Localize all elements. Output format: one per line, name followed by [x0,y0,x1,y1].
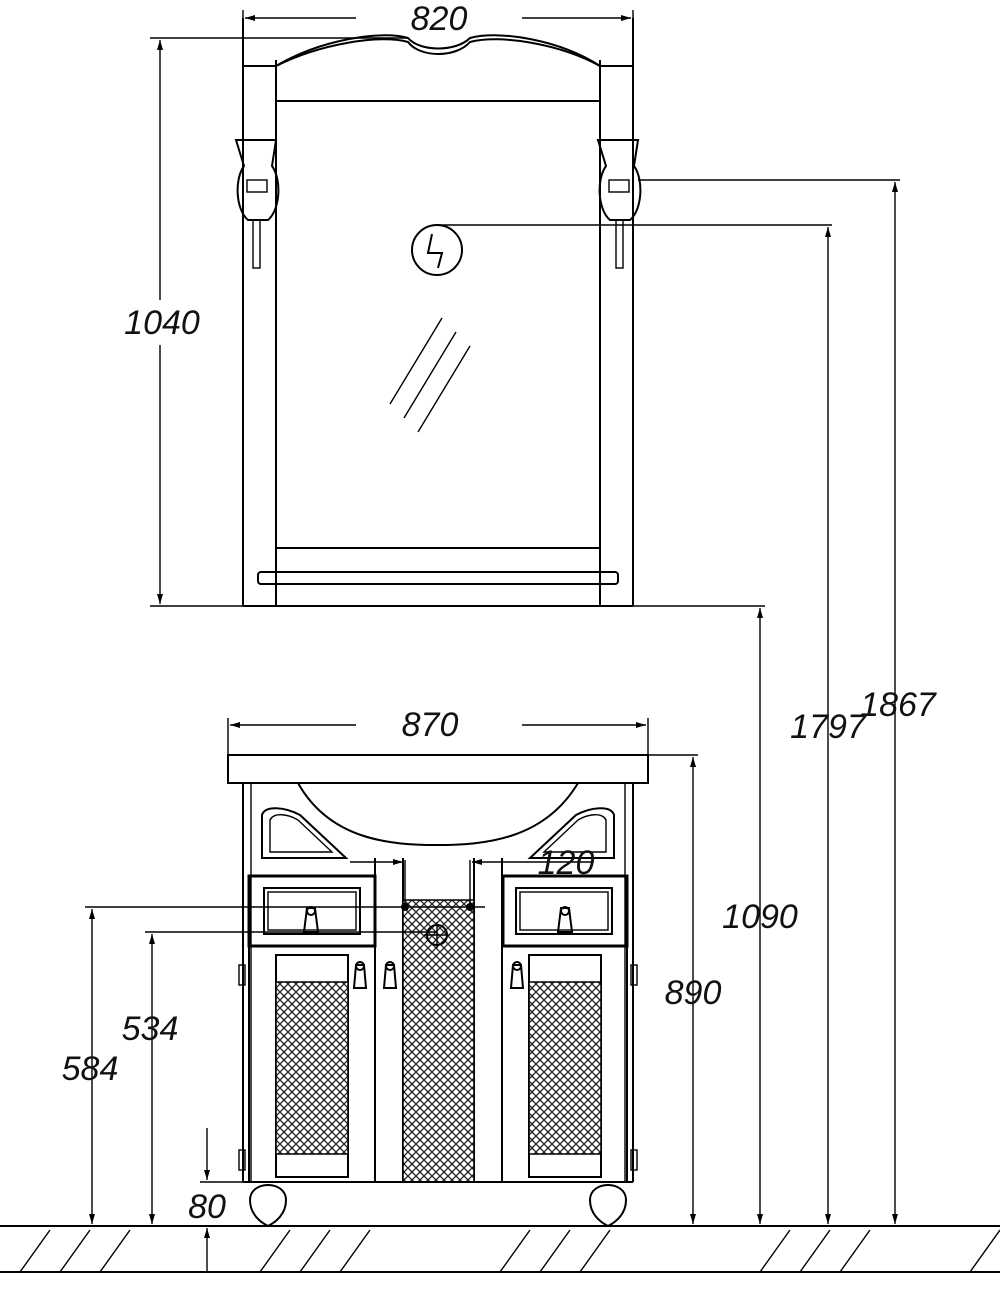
dimension-cabinet-width: 870 [227,706,649,755]
dimension-socket-height: 1797 [437,224,867,1224]
drain-outlet-symbol [401,903,474,948]
dimension-cabinet-height: 890 [648,754,722,1224]
dim-label-870: 870 [402,706,459,744]
dim-label-80: 80 [188,1188,226,1226]
dim-label-1090: 1090 [722,898,798,936]
dimension-inlet-534: 534 [122,931,437,1224]
socket-symbol [411,224,463,276]
dim-label-584: 584 [62,1050,119,1088]
dim-label-1040: 1040 [124,304,200,342]
mirror-glass-reflection [389,317,471,433]
wheel-right [588,1184,628,1228]
dim-label-120: 120 [538,844,595,882]
floor [0,1225,1000,1273]
dimension-mirror-width: 820 [242,0,634,66]
dim-label-820: 820 [411,0,468,38]
vanity-cabinet [227,754,649,1183]
left-lamp-icon [234,139,280,269]
dimension-leg-height: 80 [188,1128,250,1272]
dimension-mirror-height: 1040 [124,37,408,607]
dimension-mirror-bottom-height: 1090 [633,605,798,1224]
dim-label-1797: 1797 [790,708,867,746]
dimension-inlet-584: 584 [62,906,485,1224]
dim-label-1867: 1867 [860,686,937,724]
dimension-lamp-height: 1867 [638,179,937,1224]
dim-label-534: 534 [122,1010,179,1048]
right-lamp-icon [596,139,642,269]
mirror-frame [242,18,634,607]
wheel-left [248,1184,288,1228]
dim-label-890: 890 [665,974,722,1012]
lightning-socket-icon [426,233,444,269]
dimension-drain-offset: 120 [350,844,594,910]
